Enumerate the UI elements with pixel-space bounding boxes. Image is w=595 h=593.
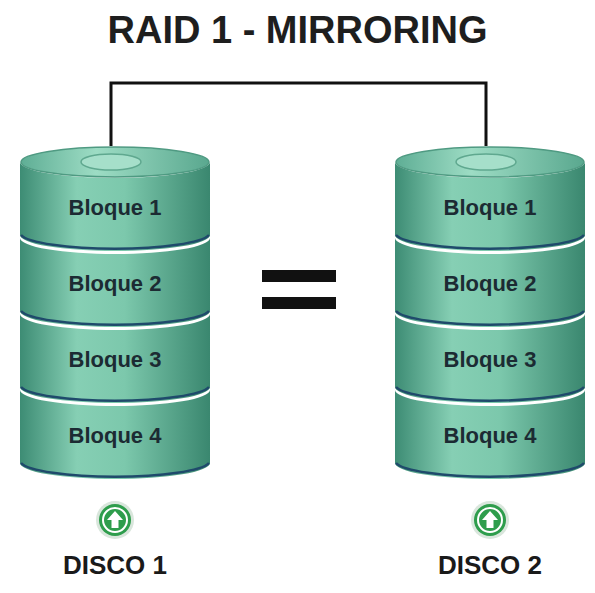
block-label: Bloque 1: [20, 192, 210, 224]
disk-stack: DISCO 1Bloque 1Bloque 2Bloque 3Bloque 4: [20, 146, 210, 586]
block-label: Bloque 4: [395, 420, 585, 452]
block-label: Bloque 4: [20, 420, 210, 452]
mirror-link: [111, 83, 486, 146]
equals-bar: [262, 270, 336, 282]
disk-block: Bloque 3: [395, 314, 585, 406]
disk-block: Bloque 2: [20, 238, 210, 330]
equals-bar: [262, 297, 336, 309]
up-arrow-icon: [96, 501, 134, 539]
disk-block: Bloque 4: [395, 390, 585, 482]
disk-block: Bloque 4: [20, 390, 210, 482]
block-label: Bloque 3: [20, 344, 210, 376]
block-label: Bloque 3: [395, 344, 585, 376]
disk-block: Bloque 3: [20, 314, 210, 406]
up-arrow-icon: [471, 501, 509, 539]
disk-block: Bloque 2: [395, 238, 585, 330]
block-label: Bloque 2: [20, 268, 210, 300]
equals-symbol: [262, 270, 336, 309]
disk-stack: DISCO 2Bloque 1Bloque 2Bloque 3Bloque 4: [395, 146, 585, 586]
disk-label: DISCO 1: [0, 548, 230, 582]
disk-cap: [20, 146, 210, 180]
disk-cap: [395, 146, 585, 180]
diagram-title: RAID 1 - MIRRORING: [0, 6, 595, 54]
block-label: Bloque 2: [395, 268, 585, 300]
disk-label: DISCO 2: [375, 548, 595, 582]
block-label: Bloque 1: [395, 192, 585, 224]
